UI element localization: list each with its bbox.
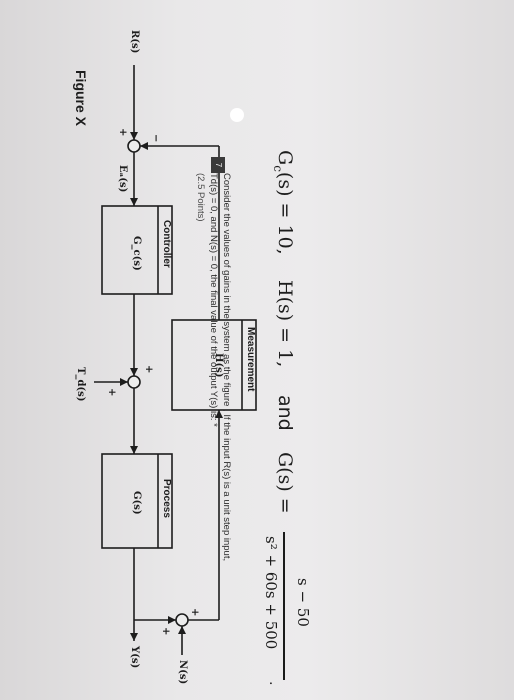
output-label: Y(s)	[129, 646, 140, 669]
gc-symbol: G	[274, 150, 296, 166]
controller-title: Controller	[161, 220, 172, 268]
arrow-disturbance	[120, 378, 128, 386]
sum2-plus-top: +	[106, 388, 117, 397]
g-denominator: s² + 60s + 500	[262, 536, 280, 650]
summing-junction-3	[175, 613, 189, 627]
process-box	[101, 453, 173, 549]
process-tf: G(s)	[131, 491, 142, 515]
question-line-1: Consider the values of gains in the syst…	[221, 173, 232, 562]
question-number-badge: 7	[211, 157, 225, 173]
sum1-minus-sign: −	[150, 134, 161, 143]
g-fraction: s − 50 s² + 60s + 500 .	[244, 530, 324, 690]
arrow-into-process	[130, 446, 138, 454]
noise-label: N(s)	[177, 660, 188, 685]
arrow-noise	[178, 626, 186, 634]
arrow-into-measurement	[215, 410, 223, 418]
sum3-plus-right: +	[160, 627, 171, 636]
g-tail: .	[266, 681, 282, 686]
question-line-2: Td(s) = 0, and N(s) = 0, the final value…	[208, 173, 219, 427]
gc-expression: Gc(s) = 10,	[271, 150, 296, 255]
fraction-bar	[283, 532, 285, 680]
question-points: (2.5 Points)	[195, 173, 206, 222]
arrow-into-controller	[130, 198, 138, 206]
disturbance-label: T_d(s)	[75, 367, 86, 402]
summing-junction-2	[127, 375, 141, 389]
process-title: Process	[161, 479, 172, 518]
measurement-box	[171, 319, 257, 411]
arrow-feedback-into-sum1	[140, 142, 148, 150]
gains-equation: Gc(s) = 10, H(s) = 1, and G(s) = s − 50 …	[244, 140, 324, 700]
question-text: Consider the values of gains in the syst…	[194, 173, 233, 673]
sum2-plus-left: +	[143, 365, 154, 374]
arrow-into-sum3	[168, 616, 176, 624]
input-label: R(s)	[129, 30, 140, 54]
gc-value: (s) = 10,	[274, 171, 296, 255]
controller-tf: G_c(s)	[131, 236, 142, 271]
arrow-output	[130, 633, 138, 641]
error-label: Eₐ(s)	[117, 165, 128, 193]
figure-title: Figure X	[73, 70, 89, 127]
controller-box	[101, 205, 173, 295]
gc-subscript: c	[271, 165, 286, 172]
arrow-into-sum1	[130, 132, 138, 140]
h-expression: H(s) = 1,	[274, 280, 296, 368]
white-dot-marker	[230, 108, 244, 122]
summing-junction-1	[127, 139, 141, 153]
sum1-plus-sign: +	[117, 128, 128, 137]
arrowheads	[120, 132, 223, 641]
g-expression: G(s) =	[274, 452, 296, 514]
g-numerator: s − 50	[294, 578, 312, 627]
and-word: and	[274, 395, 296, 431]
arrow-into-sum2	[130, 368, 138, 376]
